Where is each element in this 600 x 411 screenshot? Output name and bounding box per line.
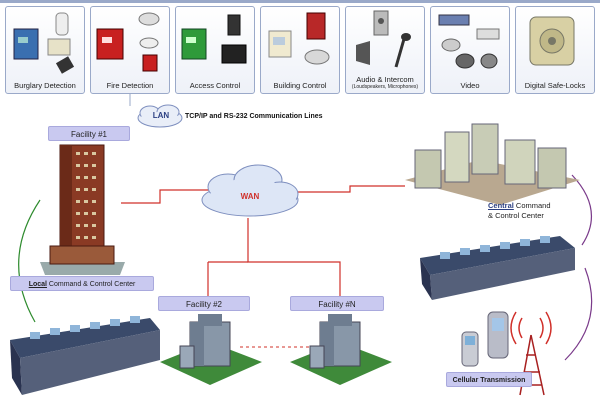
central-console-icon xyxy=(420,236,575,300)
category-label: Audio & Intercom (Loudspeakers, Micropho… xyxy=(351,75,419,91)
cellular-link-arc xyxy=(564,267,593,361)
facilityN-label: Facility #N xyxy=(290,296,384,311)
category-label: Fire Detection xyxy=(106,81,154,90)
category-label: Digital Safe-Locks xyxy=(524,81,586,90)
wan-link-facilityN xyxy=(247,218,341,296)
wan-link-central xyxy=(298,185,405,193)
access-devices-icon xyxy=(181,14,247,64)
category-label: Building Control xyxy=(273,81,327,90)
cell-phone-icon xyxy=(461,311,509,367)
category-building-control[interactable]: Building Control xyxy=(260,6,340,94)
category-audio-intercom[interactable]: Audio & Intercom (Loudspeakers, Micropho… xyxy=(345,6,425,94)
facility2-label: Facility #2 xyxy=(158,296,250,311)
facility1-building-icon xyxy=(40,144,125,275)
safe-lock-icon xyxy=(529,16,575,66)
category-video[interactable]: Video xyxy=(430,6,510,94)
audio-devices-icon xyxy=(356,10,411,68)
central-complex-icon xyxy=(405,123,580,205)
signal-waves-icon xyxy=(510,311,552,345)
wan-label: WAN xyxy=(240,192,260,201)
category-burglary-detection[interactable]: Burglary Detection xyxy=(5,6,85,94)
wan-link-facility1 xyxy=(121,189,210,204)
facility1-label: Facility #1 xyxy=(48,126,130,141)
lan-label: LAN xyxy=(152,111,170,120)
category-fire-detection[interactable]: Fire Detection xyxy=(90,6,170,94)
central-link-arc xyxy=(571,174,593,246)
local-center-label: Local Command & Control Center xyxy=(10,276,154,291)
category-label: Burglary Detection xyxy=(14,81,76,90)
local-link-arc xyxy=(18,199,41,323)
facilityN-building-icon xyxy=(290,314,392,385)
wan-cloud-icon xyxy=(201,164,299,217)
category-label: Access Control xyxy=(189,81,241,90)
fire-devices-icon xyxy=(96,12,160,72)
category-access-control[interactable]: Access Control xyxy=(175,6,255,94)
category-digital-safe-locks[interactable]: Digital Safe-Locks xyxy=(515,6,595,94)
lan-cloud-icon xyxy=(137,104,183,128)
local-console-icon xyxy=(10,316,160,395)
lan-caption: TCP/IP and RS-232 Communication Lines xyxy=(185,113,323,120)
category-label: Video xyxy=(460,81,480,90)
building-control-devices-icon xyxy=(268,12,330,65)
cellular-label: Cellular Transmission xyxy=(446,372,532,387)
top-border xyxy=(0,0,600,3)
video-devices-icon xyxy=(438,14,500,69)
central-center-label: Central Command & Control Center xyxy=(488,201,551,220)
burglary-devices-icon xyxy=(13,12,75,74)
facility2-building-icon xyxy=(160,314,262,385)
